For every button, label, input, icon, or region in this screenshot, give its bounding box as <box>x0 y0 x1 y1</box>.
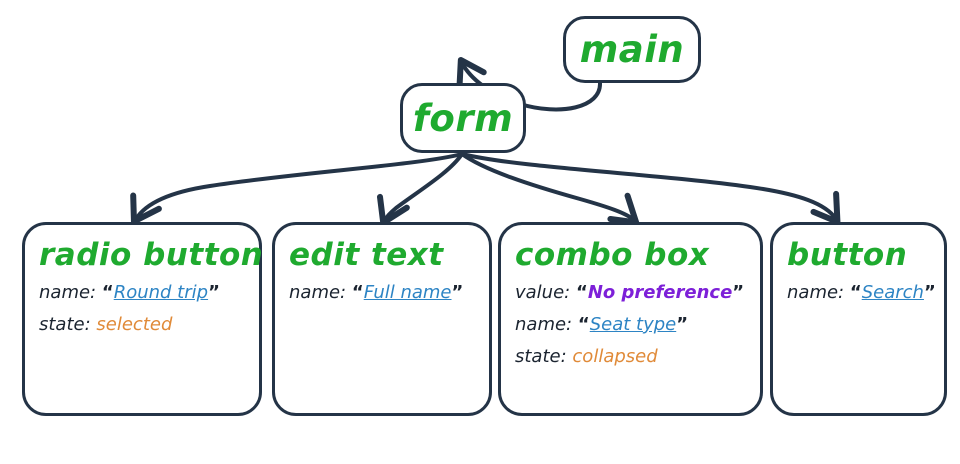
attr-key-name: name: <box>39 282 97 303</box>
node-form[interactable]: form <box>400 83 526 153</box>
attr-row-state: state: selected <box>39 311 259 339</box>
node-radio-button-title: radio button <box>39 237 264 273</box>
close-quote: ” <box>923 282 936 303</box>
edge-form-to-combo-box <box>460 152 640 226</box>
attr-value-state: collapsed <box>572 345 658 367</box>
attr-value-name: Seat type <box>589 313 677 335</box>
attr-value-name: Search <box>861 282 924 303</box>
attr-row-value: value: “No preference” <box>515 279 760 307</box>
edge-form-to-button <box>460 152 841 225</box>
close-quote: ” <box>732 282 745 303</box>
attr-row-name: name: “Full name” <box>289 279 489 307</box>
open-quote: “ <box>575 282 588 303</box>
node-edit-text[interactable]: edit text name: “Full name” <box>272 222 492 416</box>
node-combo-box-title: combo box <box>515 237 710 273</box>
node-button[interactable]: button name: “Search” <box>770 222 947 416</box>
close-quote: ” <box>208 282 220 303</box>
node-form-title: form <box>412 96 514 140</box>
attr-value-name: Round trip <box>113 282 209 303</box>
open-quote: “ <box>351 282 364 303</box>
attr-value-name: Full name <box>363 282 452 303</box>
edge-form-to-radio-button <box>130 152 464 225</box>
node-main[interactable]: main <box>563 16 701 83</box>
open-quote: “ <box>101 282 114 303</box>
attr-row-state: state: collapsed <box>515 343 760 371</box>
attr-row-name: name: “Round trip” <box>39 279 259 307</box>
node-main-title: main <box>579 28 685 71</box>
open-quote: “ <box>849 282 862 303</box>
open-quote: “ <box>577 313 590 335</box>
node-edit-text-title: edit text <box>289 237 444 273</box>
node-combo-box[interactable]: combo box value: “No preference” name: “… <box>498 222 763 416</box>
close-quote: ” <box>451 282 464 303</box>
attr-value-value: No preference <box>587 282 733 303</box>
attr-key-name: name: <box>515 313 573 335</box>
attr-row-name: name: “Search” <box>787 279 944 307</box>
close-quote: ” <box>676 313 689 335</box>
attr-key-state: state: <box>515 345 567 367</box>
attr-key-name: name: <box>289 282 347 303</box>
attr-key-state: state: <box>39 313 91 335</box>
attr-key-value: value: <box>515 282 571 303</box>
edge-form-to-edit-text <box>376 152 464 226</box>
attr-value-state: selected <box>96 313 173 335</box>
attr-row-name: name: “Seat type” <box>515 311 760 339</box>
node-button-title: button <box>787 237 908 273</box>
attr-key-name: name: <box>787 282 845 303</box>
node-radio-button[interactable]: radio button name: “Round trip” state: s… <box>22 222 264 416</box>
